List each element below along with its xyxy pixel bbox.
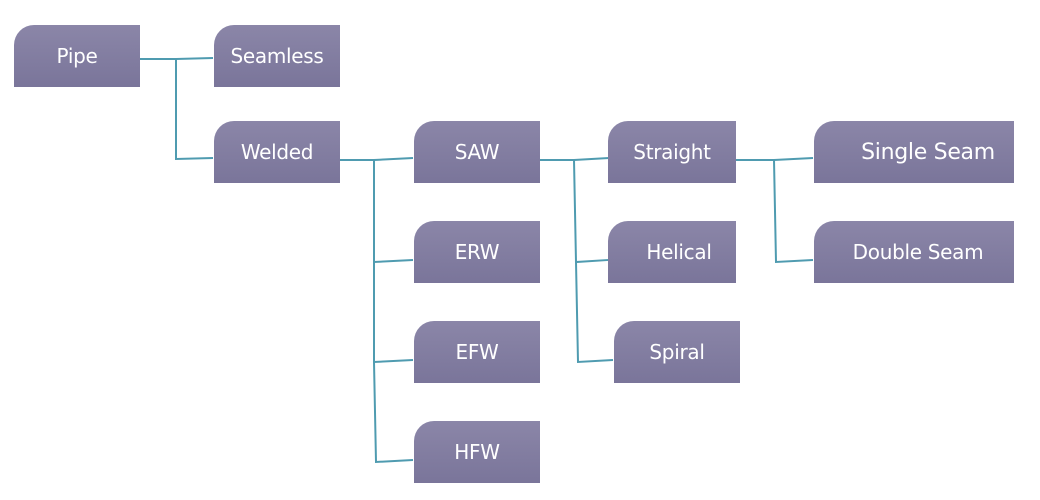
connector-welded-hfw bbox=[372, 360, 414, 464]
connector-welded-saw bbox=[339, 156, 414, 161]
node-label: Single Seam bbox=[861, 139, 995, 165]
node-helical: Helical bbox=[608, 221, 736, 283]
node-label: Pipe bbox=[56, 44, 98, 68]
node-double-seam: Double Seam bbox=[814, 221, 1014, 283]
node-saw: SAW bbox=[414, 121, 540, 183]
connector-saw-spiral bbox=[574, 260, 614, 364]
connector-welded-efw bbox=[373, 261, 414, 364]
node-efw: EFW bbox=[414, 321, 540, 383]
node-label: Helical bbox=[646, 240, 712, 264]
connector-welded-erw bbox=[373, 159, 414, 264]
node-label: Seamless bbox=[230, 44, 324, 68]
node-welded: Welded bbox=[214, 121, 340, 183]
node-erw: ERW bbox=[414, 221, 540, 283]
node-label: Spiral bbox=[649, 340, 705, 364]
node-label: EFW bbox=[455, 340, 499, 364]
node-label: Straight bbox=[633, 140, 711, 164]
node-label: Double Seam bbox=[852, 240, 984, 264]
node-straight: Straight bbox=[608, 121, 736, 183]
connector-saw-helical bbox=[572, 158, 610, 264]
node-label: SAW bbox=[454, 140, 500, 164]
node-pipe: Pipe bbox=[14, 25, 140, 87]
node-spiral: Spiral bbox=[614, 321, 740, 383]
node-single-seam: Single Seam bbox=[814, 121, 1014, 183]
node-label: HFW bbox=[454, 440, 500, 464]
node-label: ERW bbox=[454, 240, 500, 264]
connector-straight-double-seam bbox=[772, 158, 814, 264]
node-seamless: Seamless bbox=[214, 25, 340, 87]
node-label: Welded bbox=[240, 140, 314, 164]
node-hfw: HFW bbox=[414, 421, 540, 483]
connector-pipe-welded bbox=[175, 58, 214, 161]
